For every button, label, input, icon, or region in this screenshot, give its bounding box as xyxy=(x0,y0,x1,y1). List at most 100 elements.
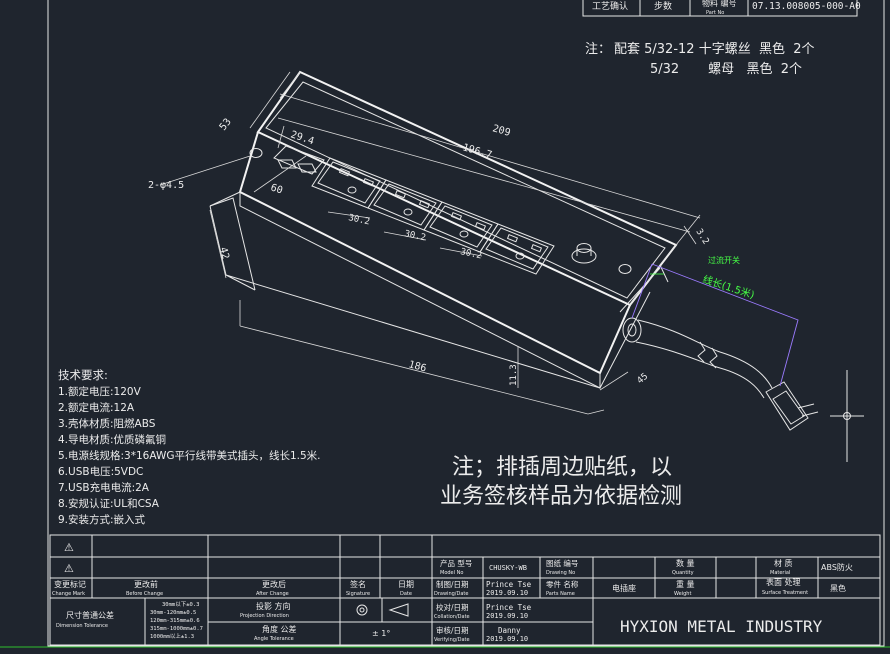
step-label: 步数 xyxy=(654,0,672,12)
note-prefix: 注： xyxy=(585,42,611,57)
cable-length-leader xyxy=(631,263,799,387)
dim-45: 45 xyxy=(636,372,651,387)
sticker-note: 注；排插周边贴纸，以 业务签核样品为依据检测 xyxy=(440,455,682,509)
rev-triangle-1: ⚠ xyxy=(64,541,74,554)
tech-item-7: 7.USB充电电流:2A xyxy=(58,481,150,494)
verify-name: Danny xyxy=(498,626,521,635)
drawing-frame xyxy=(47,0,885,647)
drawn-name: Prince Tse xyxy=(486,580,532,589)
before-change-label: 更改前 xyxy=(134,579,158,589)
surface-value: 黑色 xyxy=(830,583,846,593)
after-change-label: 更改后 xyxy=(262,579,286,589)
dim-holes: 2-φ4.5 xyxy=(148,180,184,191)
tech-item-1: 1.额定电压:120V xyxy=(58,385,142,398)
date-label-en: Date xyxy=(400,591,412,597)
tech-item-9: 9.安装方式:嵌入式 xyxy=(58,513,146,526)
model-no-label-en: Model No xyxy=(440,570,463,576)
dimension-lines xyxy=(159,71,701,415)
tol-row-3: 120mm-315mm±0.6 xyxy=(150,618,200,624)
usb-ports xyxy=(273,145,325,175)
craft-confirm-label: 工艺确认 xyxy=(592,0,628,12)
tech-item-4: 4.导电材质:优质磷氟铜 xyxy=(58,433,166,446)
sticker-note-line-2: 业务签核样品为依据检测 xyxy=(440,484,682,509)
verify-label-en: Verifying/Date xyxy=(434,637,470,643)
material-label-en: Material xyxy=(770,570,790,576)
tol-row-4: 315mm-1000mm±0.7 xyxy=(150,626,203,632)
drawing-no-label-en: Drawing No xyxy=(546,570,575,576)
drawn-label-en: Drawing/Date xyxy=(434,591,468,597)
strip-top-face xyxy=(256,70,678,307)
quantity-label: 数 量 xyxy=(676,558,695,568)
tech-item-8: 8.安规认证:UL和CSA xyxy=(58,497,160,510)
tol-row-5: 1000mm以上±1.3 xyxy=(150,632,194,640)
date-label: 日期 xyxy=(398,580,414,589)
quantity-label-en: Quantity xyxy=(672,570,694,576)
dim-30-2-b: 30.2 xyxy=(403,229,426,243)
dim-196-7: 196.7 xyxy=(461,142,493,161)
material-value: ABS防火 xyxy=(821,562,853,572)
plug xyxy=(765,370,864,462)
collate-label: 校对/日期 xyxy=(436,602,469,612)
angle-tol-label: 角度 公差 xyxy=(262,624,297,634)
overcurrent-switch xyxy=(571,243,597,264)
tech-title: 技术要求: xyxy=(58,368,108,382)
angle-tol-label-en: Angle Tolerance xyxy=(254,636,294,642)
tolerance-label-en: Dimension Tolerance xyxy=(56,623,108,629)
drawing-no-label: 图纸 编号 xyxy=(546,558,578,568)
switch-callout: 过流开关 xyxy=(708,255,740,265)
projection-symbol xyxy=(356,603,409,617)
projection-label: 投影 方向 xyxy=(256,601,291,611)
outlet-1 xyxy=(311,157,387,209)
dim-30-2-c: 30.2 xyxy=(459,247,482,261)
tolerance-label: 尺寸普通公差 xyxy=(66,610,114,620)
drawn-date: 2019.09.10 xyxy=(486,589,528,597)
model-no-value: CHUSKY-WB xyxy=(489,564,527,572)
change-mark-label: 变更标记 xyxy=(54,579,86,589)
outlet-4 xyxy=(479,223,555,275)
part-name-label-en: Parts Name xyxy=(546,591,575,597)
cable xyxy=(622,317,773,399)
tech-item-6: 6.USB电压:5VDC xyxy=(58,465,143,478)
part-no-label: 物料 编号 xyxy=(702,0,737,8)
tech-item-3: 3.壳体材质:阻燃ABS xyxy=(58,417,156,430)
surface-label-en: Surface Treatment xyxy=(762,590,808,596)
header-block: 工艺确认 步数 物料 编号 Part No 07.13.008005-000-A… xyxy=(582,0,861,17)
signature-label-en: Signature xyxy=(346,591,370,597)
change-mark-label-en: Change Mark xyxy=(52,591,85,597)
mount-hole-right xyxy=(618,264,632,274)
weight-label-en: Weight xyxy=(674,591,691,597)
strip-right-end xyxy=(599,244,677,389)
strip-left-end xyxy=(209,191,601,389)
tech-requirements: 技术要求: 1.额定电压:120V 2.额定电流:12A 3.壳体材质:阻燃AB… xyxy=(58,368,321,526)
dim-209: 209 xyxy=(491,123,511,139)
dim-11-3: 11.3 xyxy=(509,364,519,386)
dim-53: 53 xyxy=(218,117,234,133)
dim-30-2-a: 30.2 xyxy=(347,213,370,227)
company-name: HYXION METAL INDUSTRY xyxy=(620,617,823,636)
signature-label: 签名 xyxy=(350,579,366,589)
dim-42: 42 xyxy=(217,246,231,260)
tech-item-2: 2.额定电流:12A xyxy=(58,401,135,414)
material-label: 材 质 xyxy=(774,558,793,568)
surface-label: 表面 处理 xyxy=(766,577,801,587)
drawn-label: 制图/日期 xyxy=(436,579,469,589)
collate-name: Prince Tse xyxy=(486,603,532,612)
part-no-label-en: Part No xyxy=(706,10,724,16)
collate-label-en: Collation/Date xyxy=(434,614,470,620)
after-change-label-en: After Change xyxy=(256,591,289,597)
cable-length-callout: 线长(1.5米) xyxy=(701,272,756,301)
angle-value: ± 1° xyxy=(372,629,390,638)
projection-label-en: Projection Direction xyxy=(240,613,289,619)
dim-186: 186 xyxy=(407,359,427,374)
sticker-note-line-1: 注；排插周边贴纸，以 xyxy=(452,455,672,480)
mount-hole-left xyxy=(249,148,263,158)
part-name-value: 电插座 xyxy=(612,583,636,593)
power-strip-drawing: 209 196.7 29.4 53 60 2-φ4.5 30.2 30.2 30… xyxy=(148,70,864,462)
dim-60: 60 xyxy=(269,182,284,196)
title-block: ⚠ ⚠ 变更标记 Change Mark 更改前 Before Change 更… xyxy=(49,534,881,646)
note-line-1: 配套 5/32-12 十字螺丝 黑色 2个 xyxy=(614,41,815,57)
verify-label: 审核/日期 xyxy=(436,625,469,635)
weight-label: 重 量 xyxy=(676,579,695,589)
rev-triangle-2: ⚠ xyxy=(64,562,74,575)
